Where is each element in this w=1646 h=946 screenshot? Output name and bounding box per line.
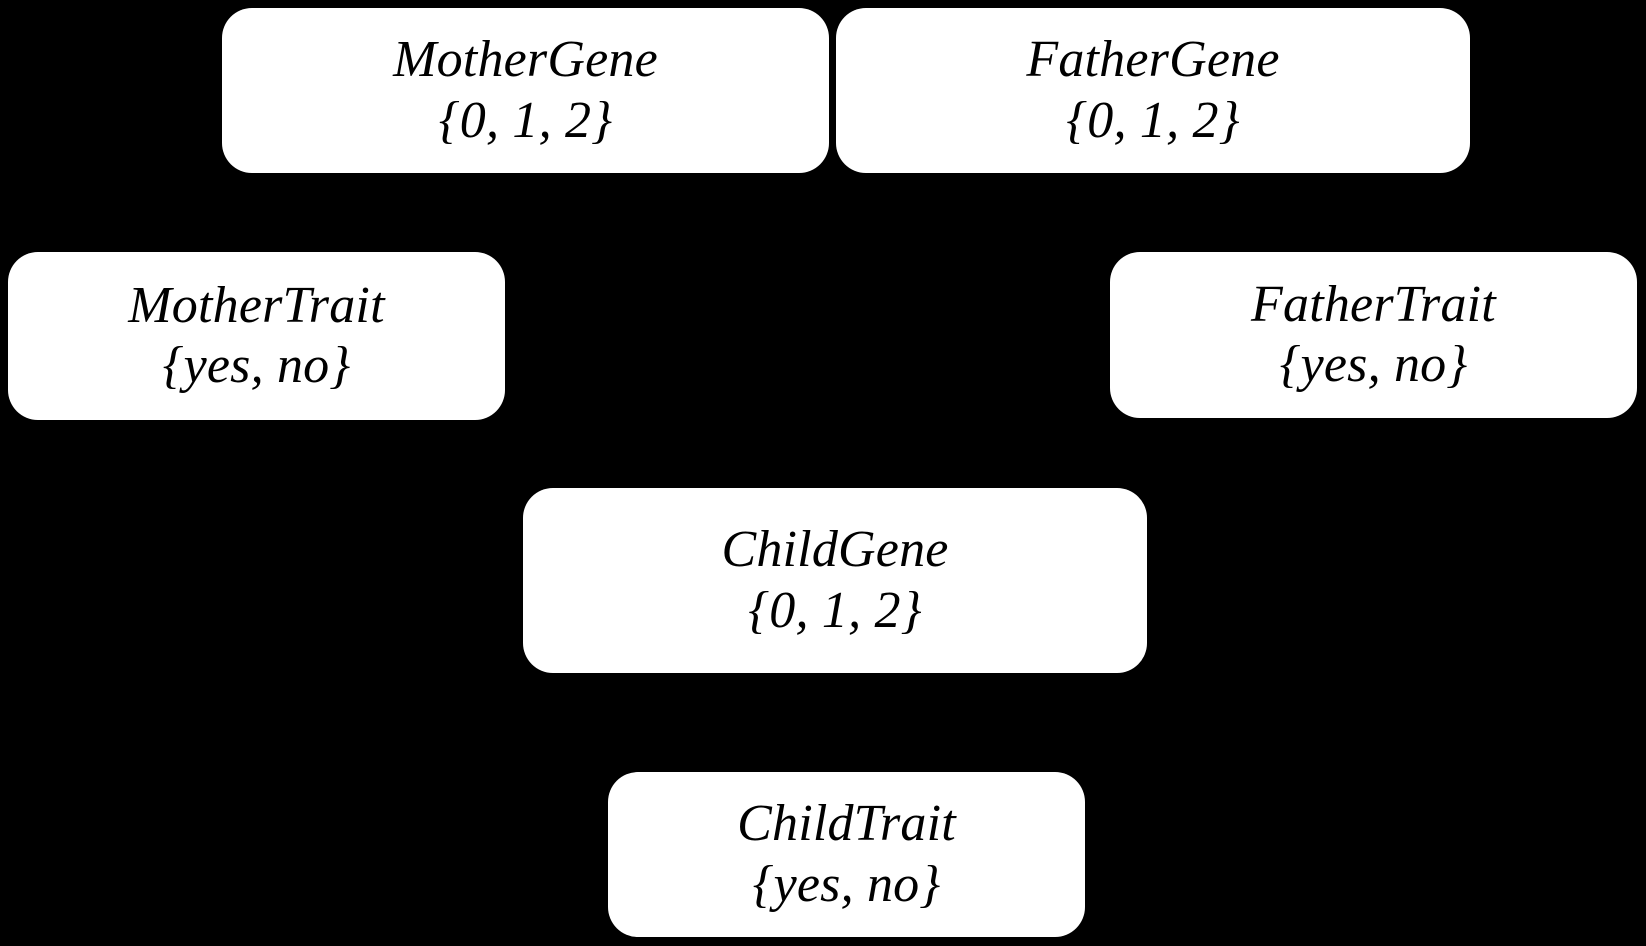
- node-father-gene-label: FatherGene: [1026, 31, 1280, 89]
- node-mother-trait-domain: {yes, no}: [162, 337, 351, 394]
- node-father-trait[interactable]: FatherTrait {yes, no}: [1110, 252, 1637, 418]
- node-mother-trait-label: MotherTrait: [128, 276, 385, 334]
- node-mother-gene-label: MotherGene: [393, 31, 658, 89]
- node-father-gene-domain: {0, 1, 2}: [1066, 91, 1240, 149]
- node-child-trait[interactable]: ChildTrait {yes, no}: [608, 772, 1085, 937]
- node-child-trait-domain: {yes, no}: [752, 855, 941, 913]
- node-mother-trait[interactable]: MotherTrait {yes, no}: [8, 252, 505, 420]
- node-child-trait-label: ChildTrait: [737, 795, 956, 853]
- node-child-gene[interactable]: ChildGene {0, 1, 2}: [523, 488, 1147, 673]
- node-child-gene-domain: {0, 1, 2}: [748, 581, 922, 639]
- node-mother-gene[interactable]: MotherGene {0, 1, 2}: [222, 8, 829, 173]
- node-father-trait-label: FatherTrait: [1251, 275, 1496, 333]
- node-mother-gene-domain: {0, 1, 2}: [438, 91, 613, 149]
- node-father-trait-domain: {yes, no}: [1279, 336, 1468, 393]
- node-child-gene-label: ChildGene: [721, 521, 949, 579]
- node-father-gene[interactable]: FatherGene {0, 1, 2}: [836, 8, 1470, 173]
